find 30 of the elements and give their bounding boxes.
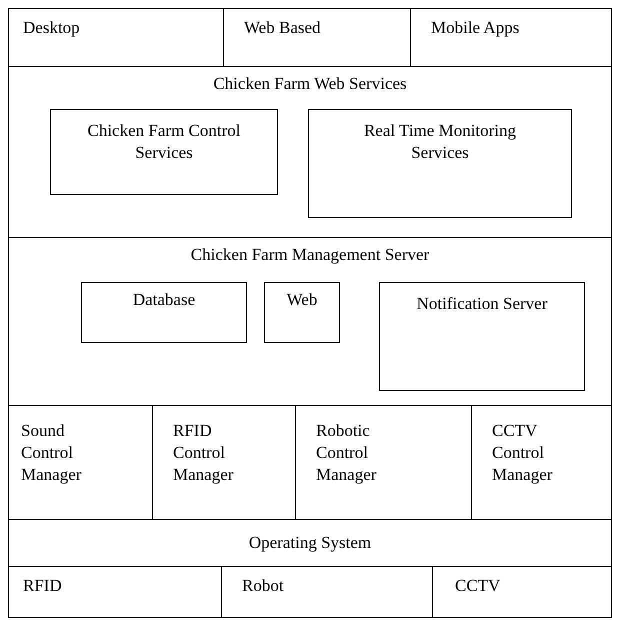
box-label: Robot	[242, 575, 284, 597]
box-label: Mobile Apps	[431, 17, 520, 39]
box-label: RFID	[23, 575, 62, 597]
box-label: RFID Control Manager	[173, 420, 234, 486]
box-label: CCTV Control Manager	[492, 420, 554, 486]
layer-box	[8, 8, 224, 67]
layer-box	[432, 566, 612, 618]
box-label: Sound Control Manager	[21, 420, 82, 486]
layer-box	[410, 8, 612, 67]
box-label: Web Based	[244, 17, 321, 39]
box-label: Robotic Control Manager	[316, 420, 378, 486]
band-title: Chicken Farm Management Server	[190, 244, 430, 266]
box-label: Database	[132, 289, 196, 311]
band-title: Chicken Farm Web Services	[212, 73, 408, 95]
service-box	[50, 109, 278, 195]
service-box	[379, 282, 585, 391]
layer-band	[8, 66, 612, 238]
box-label: Operating System	[248, 532, 372, 554]
layer-box	[8, 519, 612, 567]
service-box	[81, 282, 247, 343]
box-label: Real Time Monitoring Services	[362, 120, 518, 164]
box-label: CCTV	[455, 575, 500, 597]
service-box	[264, 282, 340, 343]
layer-box	[8, 566, 222, 618]
box-label: Desktop	[23, 17, 80, 39]
box-label: Chicken Farm Control Services	[86, 120, 242, 164]
box-label: Notification Server	[416, 293, 548, 315]
service-box	[308, 109, 572, 218]
box-label: Web	[286, 289, 318, 311]
layer-band	[8, 237, 612, 406]
